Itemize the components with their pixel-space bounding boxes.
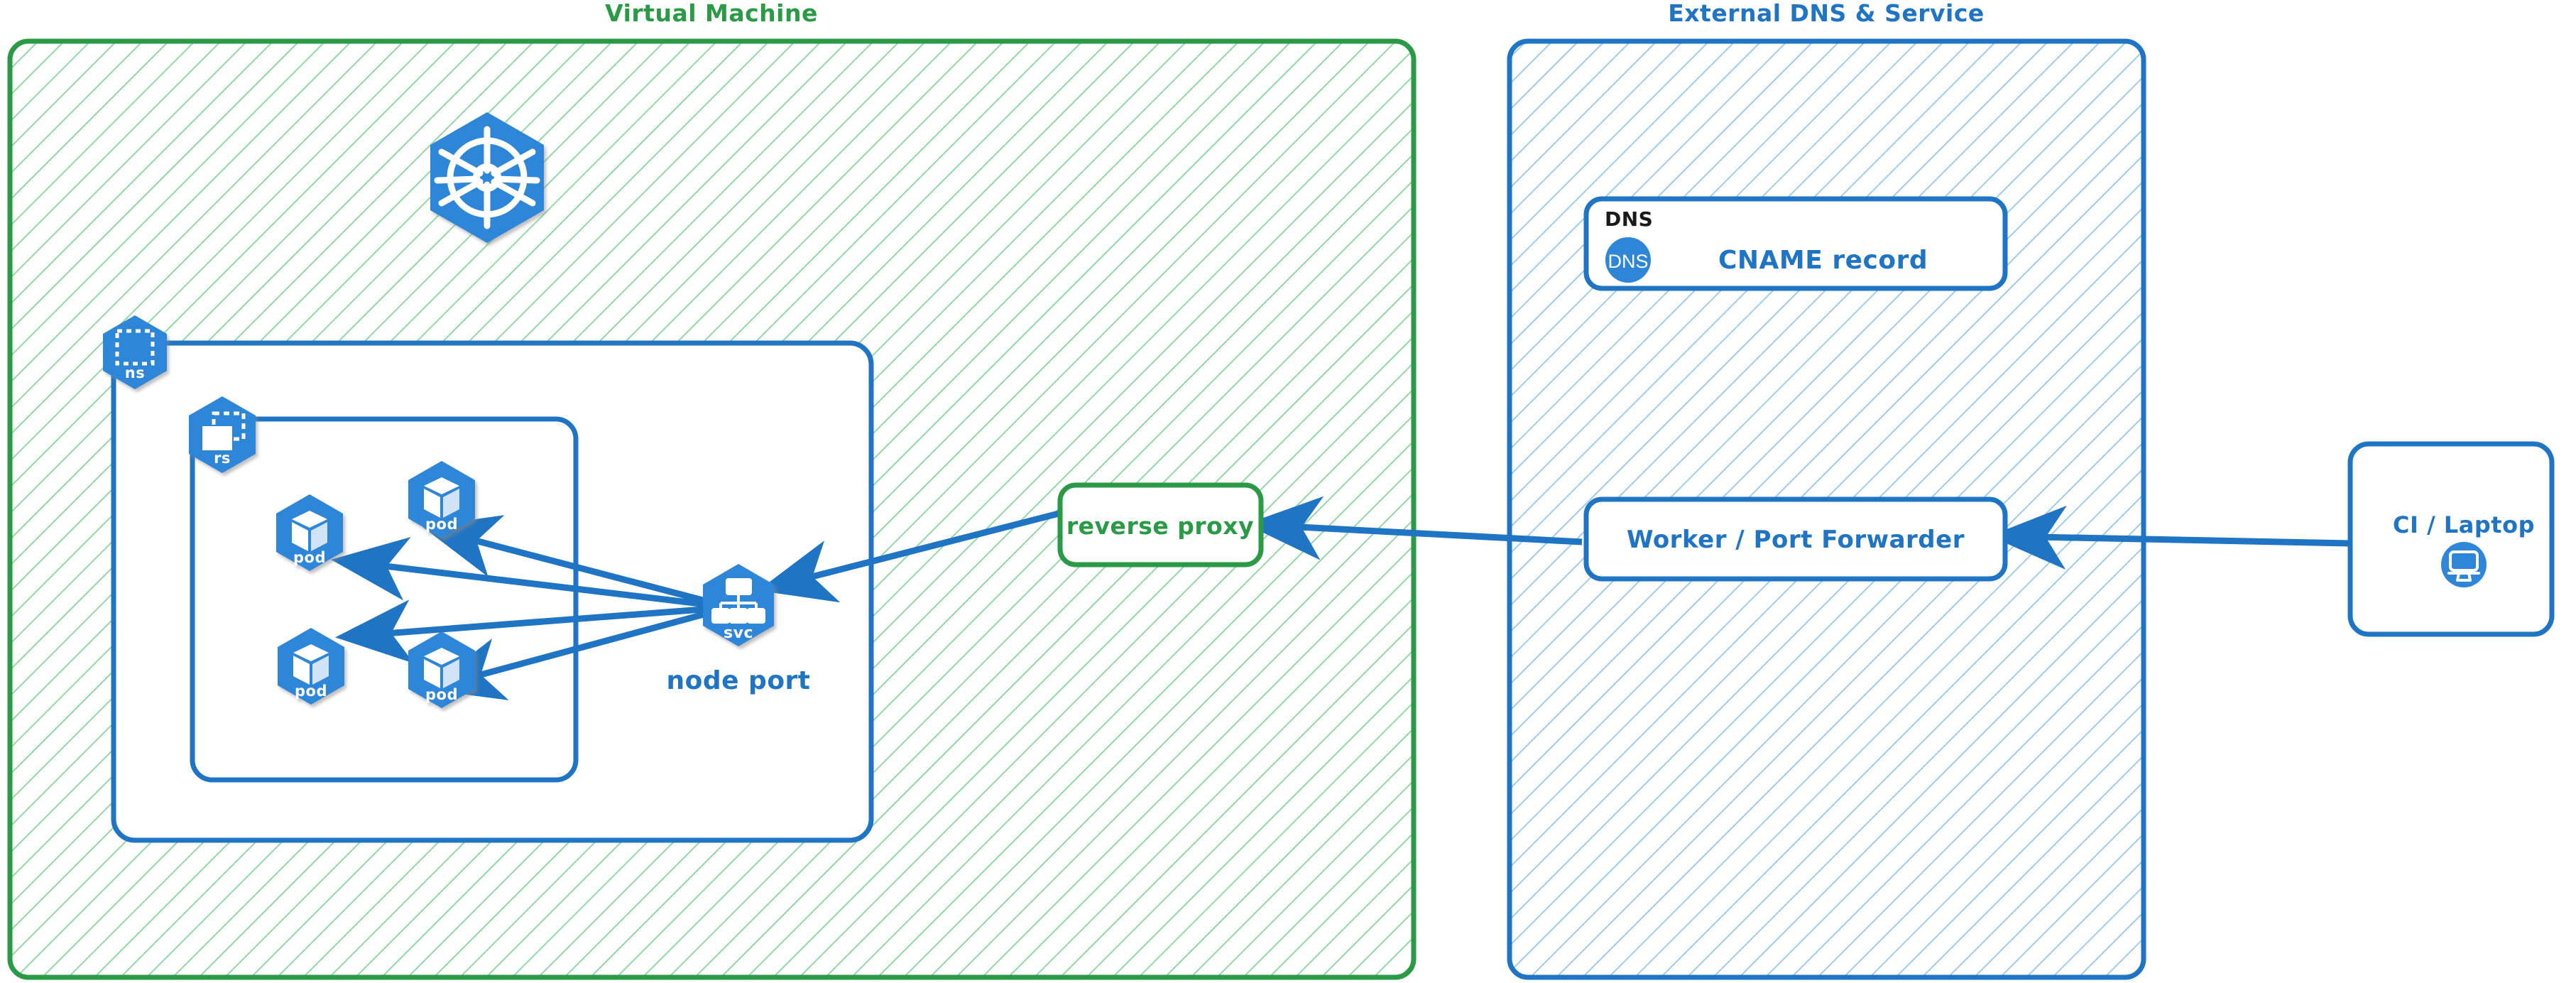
dns-card-header: DNS [1605,207,1653,231]
pod-icon-1: pod [276,494,343,571]
edge-service-to-pod-3 [335,599,731,664]
replicaset-icon: rs [189,396,256,473]
dns-badge-label: DNS [1608,251,1648,272]
external-dns-service-title: External DNS & Service [1668,0,1985,27]
cname-record-label: CNAME record [1718,246,1928,275]
desktop-monitor-icon [2441,542,2487,587]
reverse-proxy-label: reverse proxy [1066,512,1254,540]
ci-laptop-label: CI / Laptop [2393,511,2535,538]
pod-icon-4: pod [408,631,475,708]
pod-icon-label-2: pod [425,516,458,533]
pod-icon-label-3: pod [295,683,327,700]
service-icon: svc [703,564,774,646]
reverse-proxy-box[interactable] [1057,482,1264,567]
edge-service-to-pod-4 [426,604,731,700]
dns-card[interactable] [1583,196,2008,291]
node-port-caption: node port [666,666,810,695]
replicaset-icon-label: rs [214,450,231,467]
pod-icon-2: pod [408,461,475,538]
kubernetes-logo [430,112,544,243]
worker-port-forwarder-label: Worker / Port Forwarder [1627,526,1965,554]
edge-reverse-proxy-to-service [758,509,1063,603]
edge-service-to-pod-2 [422,515,731,611]
service-icon-label: svc [724,624,753,642]
edge-worker-to-reverse-proxy [1245,496,1583,560]
pod-icon-label-1: pod [293,549,326,566]
edge-service-to-pod-1 [331,536,731,611]
pod-icon-label-4: pod [425,686,458,703]
namespace-icon-label: ns [125,364,145,381]
pod-icon-3: pod [278,628,344,705]
virtual-machine-title: Virtual Machine [605,0,818,27]
ci-laptop-box[interactable] [2347,441,2555,637]
edge-ci-laptop-to-worker [1990,505,2351,570]
replicaset-box [190,416,579,783]
dns-badge-icon: DNS [1605,237,1651,283]
worker-port-forwarder-box[interactable] [1583,496,2008,582]
namespace-icon: ns [103,315,167,389]
edges-service-to-pods [331,515,731,700]
